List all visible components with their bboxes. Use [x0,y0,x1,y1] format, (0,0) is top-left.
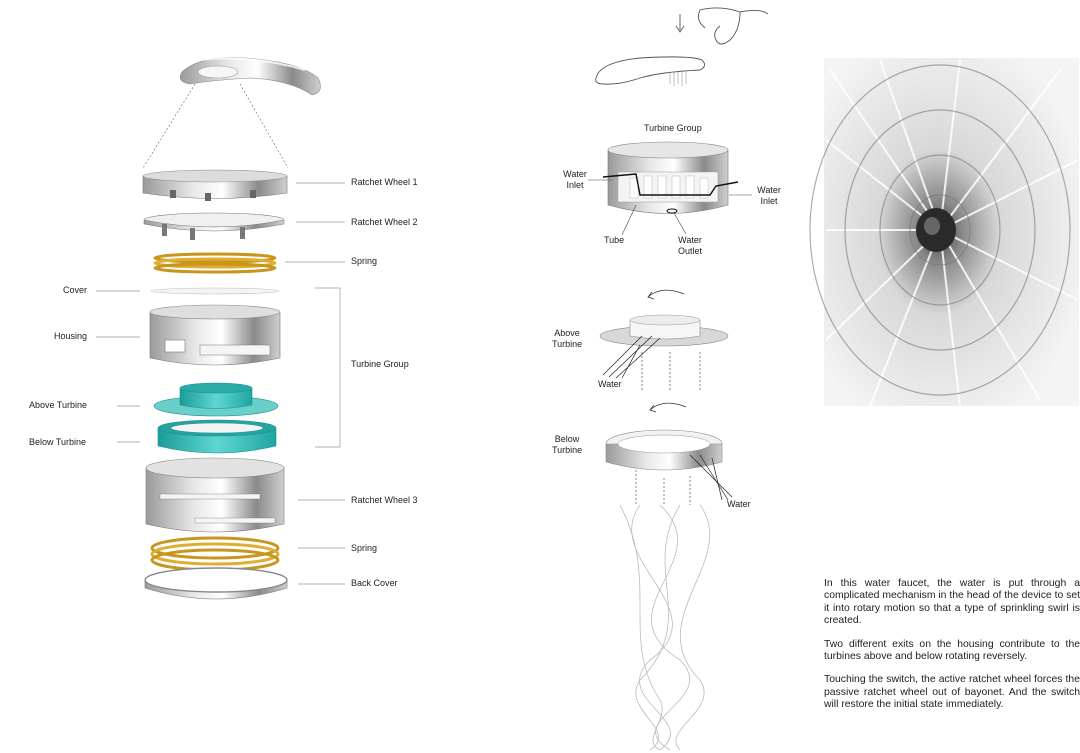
label-water-inlet-left: Water Inlet [562,169,588,191]
label-water-inlet-right-line2: Inlet [760,196,778,206]
housing-part [149,304,281,366]
label-spring-bottom: Spring [351,543,378,553]
ratchet-wheel-3-part [145,457,285,533]
ratchet-wheel-2-part [143,212,285,240]
ratchet-wheel-1-part [142,169,288,201]
water-spiral-photo [809,58,1079,407]
label-flow-above-turbine-line1: Above [554,328,580,338]
description-paragraph-3: Touching the switch, the active ratchet … [824,674,1080,711]
label-above-turbine: Above Turbine [29,400,88,410]
label-turbine-group: Turbine Group [351,359,409,369]
label-ratchet-wheel-3: Ratchet Wheel 3 [351,495,418,505]
label-water-above: Water [598,379,622,389]
label-flow-above-turbine: Above Turbine [552,328,582,350]
description-text: In this water faucet, the water is put t… [824,578,1080,723]
back-cover-part [144,567,288,600]
label-flow-below-turbine-line1: Below [554,434,580,444]
label-water-outlet-line1: Water [678,235,702,245]
label-water-outlet-line2: Outlet [677,246,702,256]
label-back-cover: Back Cover [351,578,398,588]
above-turbine-part [153,382,279,417]
label-water-inlet-left-line2: Inlet [566,180,584,190]
turbine-group-detail-image [602,141,739,214]
label-water-outlet: Water Outlet [674,235,706,257]
turbine-detail-title: Turbine Group [644,123,702,133]
label-below-turbine: Below Turbine [29,437,87,447]
hand-touch-icon [595,7,769,86]
description-paragraph-1: In this water faucet, the water is put t… [824,578,1080,627]
spring-top-part [153,252,277,274]
label-ratchet-wheel-2: Ratchet Wheel 2 [351,217,418,227]
label-tube: Tube [604,235,625,245]
above-turbine-flow-image [599,314,729,392]
exploded-leader-lines [96,182,345,585]
label-water-inlet-left-line1: Water [563,169,587,179]
label-cover: Cover [63,285,88,295]
label-water-inlet-right: Water Inlet [754,185,784,207]
spring-bottom-part [150,536,280,572]
label-housing: Housing [54,331,88,341]
label-water-below: Water [727,499,751,509]
cover-part [150,287,280,295]
label-flow-below-turbine: Below Turbine [552,434,582,456]
label-water-inlet-right-line1: Water [757,185,781,195]
rotation-arrow-icon [647,289,687,413]
faucet-head-image [179,57,321,96]
label-spring-top: Spring [351,256,378,266]
label-flow-above-turbine-line2: Turbine [552,339,583,349]
turbine-detail-leaders [588,179,752,236]
water-swirl-image [619,504,711,751]
below-turbine-part [157,419,277,454]
label-flow-below-turbine-line2: Turbine [552,445,583,455]
description-paragraph-2: Two different exits on the housing contr… [824,638,1080,663]
label-ratchet-wheel-1: Ratchet Wheel 1 [351,177,418,187]
below-turbine-flow-image [605,429,733,505]
